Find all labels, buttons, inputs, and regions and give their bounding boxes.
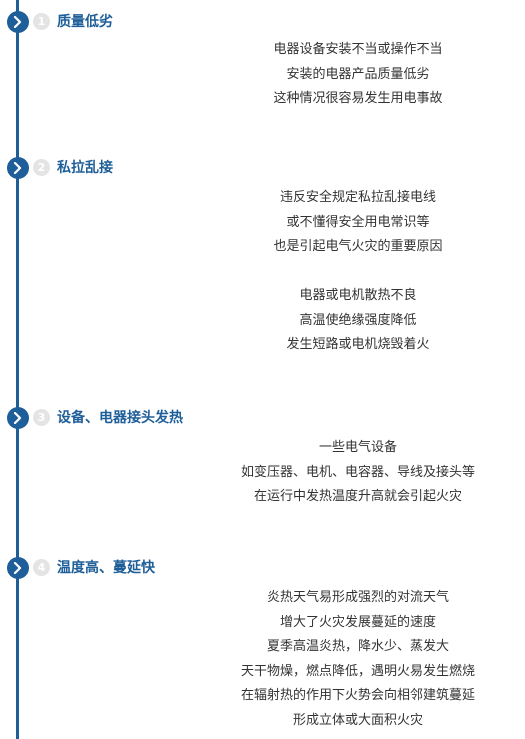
chevron-right-icon <box>7 11 29 33</box>
section-title: 设备、电器接头发热 <box>57 410 183 426</box>
body-line: 这种情况很容易发生用电事故 <box>273 91 443 106</box>
body-line: 一些电气设备 <box>318 440 397 455</box>
body-line: 在辐射热的作用下火势会向相邻建筑蔓延 <box>240 688 475 703</box>
section-title: 质量低劣 <box>57 14 113 30</box>
body-line: 安装的电器产品质量低劣 <box>286 66 430 82</box>
section-title: 私拉乱接 <box>57 160 113 176</box>
chevron-right-icon <box>7 407 29 429</box>
section-number: 4 <box>33 559 50 576</box>
section-number: 3 <box>33 409 50 426</box>
body-line: 如变压器、电机、电容器、导线及接头等 <box>240 464 475 480</box>
section-body: 一些电气设备 如变压器、电机、电容器、导线及接头等 在运行中发热温度升高就会引起… <box>200 436 516 510</box>
paragraph-gap <box>200 260 516 285</box>
body-line: 在运行中发热温度升高就会引起火灾 <box>253 489 462 504</box>
body-line: 电器或电机散热不良 <box>299 288 417 303</box>
body-line: 夏季高温炎热，降水少、蒸发大 <box>266 639 449 654</box>
body-line: 违反安全规定私拉乱接电线 <box>279 190 436 205</box>
section-title: 温度高、蔓延快 <box>57 560 155 576</box>
section-body: 炎热天气易形成强烈的对流天气 增大了火灾发展蔓延的速度 夏季高温炎热，降水少、蒸… <box>200 586 516 733</box>
chevron-right-icon <box>7 557 29 579</box>
body-line: 形成立体或大面积火灾 <box>292 712 423 728</box>
section-number: 1 <box>33 13 50 30</box>
section-number: 2 <box>33 159 50 176</box>
body-line: 也是引起电气火灾的重要原因 <box>273 239 443 254</box>
body-line: 高温使绝缘强度降低 <box>299 312 417 328</box>
body-line: 电器设备安装不当或操作不当 <box>273 42 443 57</box>
body-line: 炎热天气易形成强烈的对流天气 <box>266 590 449 605</box>
body-line: 或不懂得安全用电常识等 <box>286 214 430 230</box>
body-line: 发生短路或电机烧毁着火 <box>286 337 430 352</box>
body-line: 增大了火灾发展蔓延的速度 <box>279 614 436 630</box>
chevron-right-icon <box>7 157 29 179</box>
body-line: 天干物燥，燃点降低，遇明火易发生燃烧 <box>240 663 475 679</box>
section-body: 违反安全规定私拉乱接电线 或不懂得安全用电常识等 也是引起电气火灾的重要原因 电… <box>200 186 516 358</box>
section-body: 电器设备安装不当或操作不当 安装的电器产品质量低劣 这种情况很容易发生用电事故 <box>200 38 516 112</box>
timeline-line <box>16 0 19 739</box>
